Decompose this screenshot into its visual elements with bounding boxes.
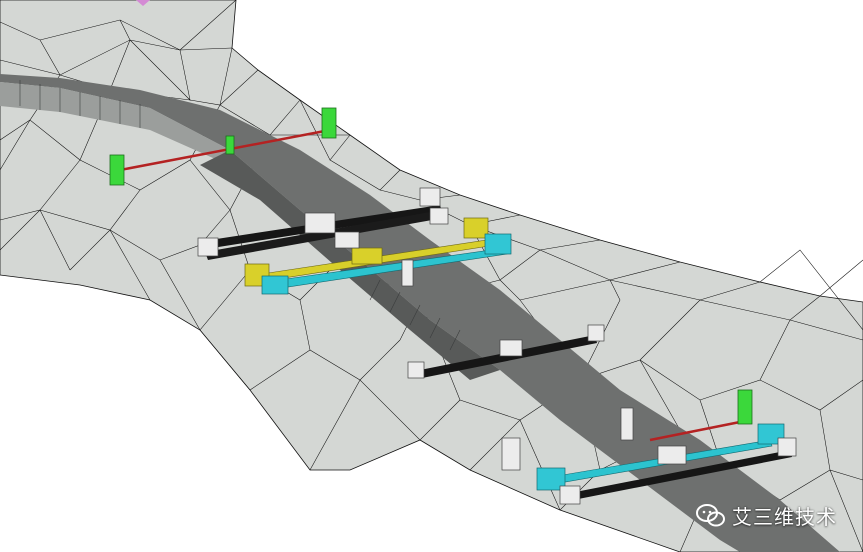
equipment-box-white-left [197,237,219,257]
equipment-box-white-right-a [419,187,441,207]
lower-station-cluster[interactable] [501,389,797,505]
equipment-box-white-mid-left [407,361,425,379]
green-marker-mid [225,135,235,155]
equipment-box-cyan-lower-right [757,423,785,445]
upper-station-cluster[interactable] [197,187,512,295]
green-marker-right [321,107,337,139]
green-marker-lower-right [737,389,753,425]
equipment-box-yellow-right [463,217,489,239]
equipment-box-white-lower-b [777,437,797,457]
watermark-text: 艾三维技术 [732,505,837,529]
red-pipe-line-top[interactable] [109,107,337,186]
vertical-post-white-lower [620,407,634,441]
equipment-box-yellow-center [351,247,383,265]
equipment-box-cyan-lower-left [536,467,566,491]
magenta-edge-artifact [136,0,150,6]
equipment-box-white-lower-c [559,485,581,505]
watermark: 艾三维技术 [696,501,837,530]
equipment-box-white-mid-center [499,339,523,357]
equipment-box-white-center-2 [334,231,360,249]
equipment-box-white-right-b [429,207,449,225]
wechat-icon [696,503,725,526]
equipment-box-white-mid-right [587,324,605,342]
equipment-box-white-lower-a [501,437,521,471]
equipment-box-cyan-left [261,275,289,295]
green-marker-left [109,154,125,186]
equipment-box-cyan-right [484,233,512,255]
equipment-box-white-center [304,212,336,234]
equipment-box-white-lower-center [657,445,687,465]
middle-pipe-cluster[interactable] [407,324,605,379]
vertical-post-white [401,259,414,287]
